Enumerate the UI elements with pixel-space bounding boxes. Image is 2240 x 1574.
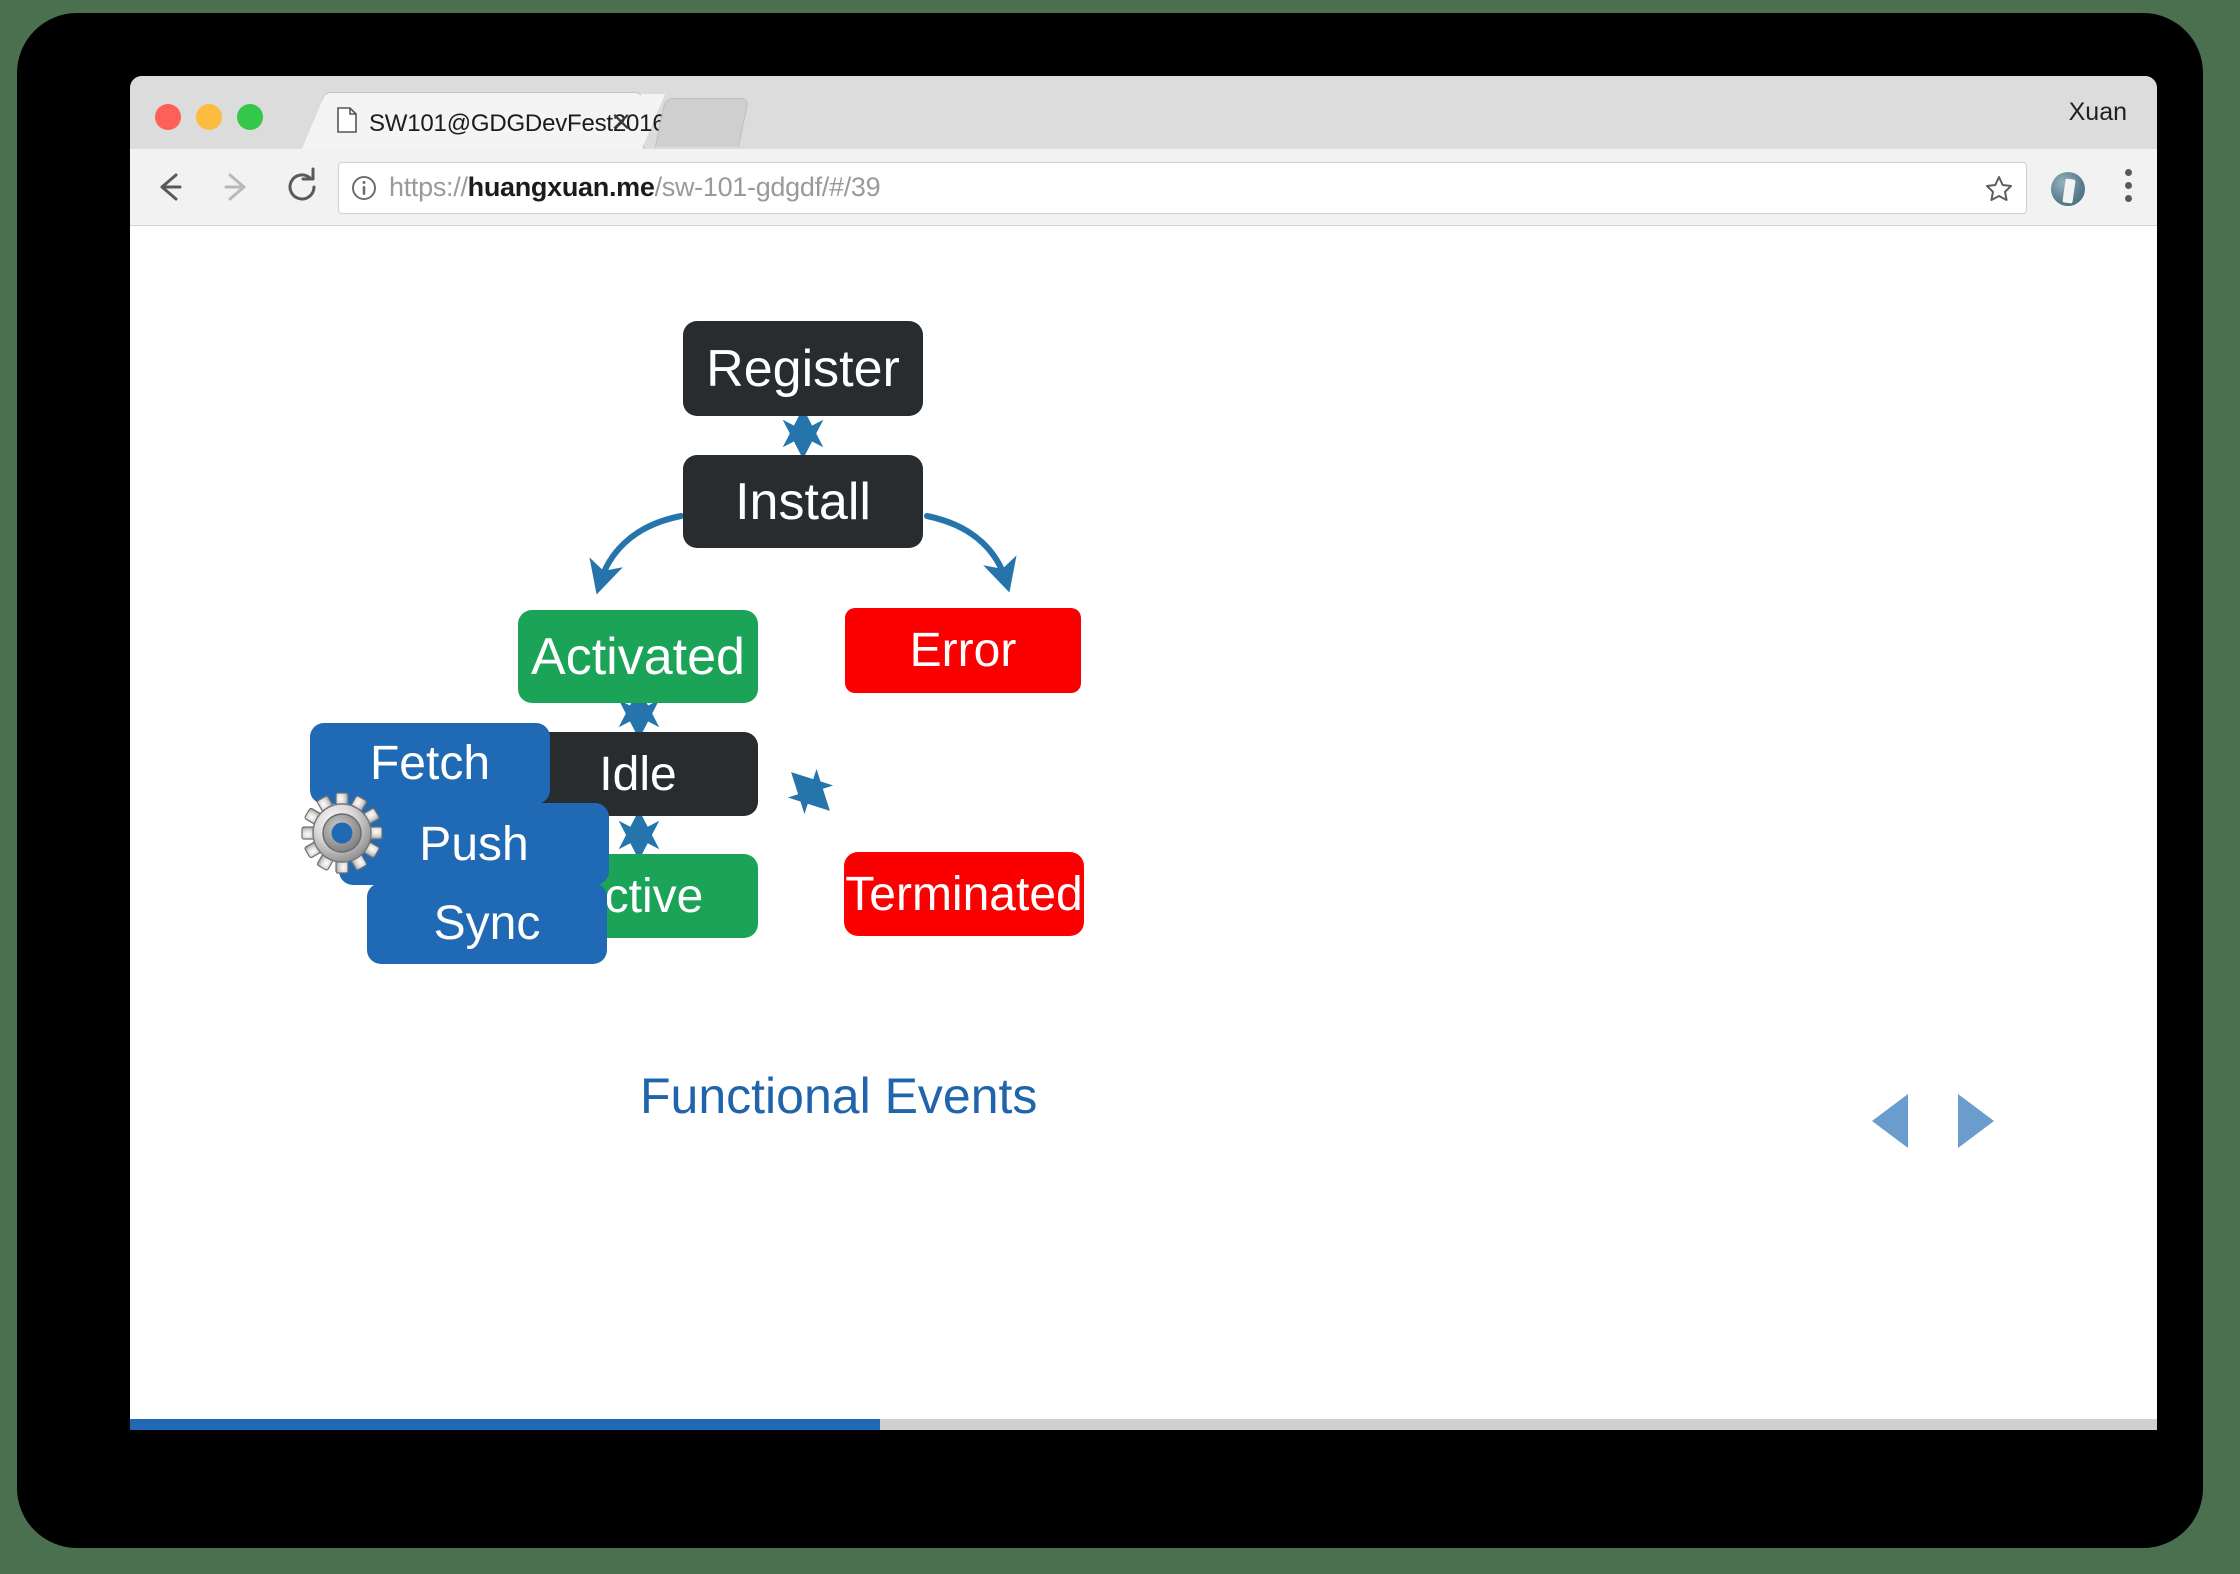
kebab-dot bbox=[2125, 169, 2132, 176]
state-node-install[interactable]: Install bbox=[683, 455, 923, 548]
tab-title: SW101@GDGDevFest2016 - ( bbox=[369, 110, 694, 137]
forward-icon[interactable] bbox=[214, 165, 258, 209]
device-bezel: SW101@GDGDevFest2016 - ( × Xuan bbox=[17, 13, 2203, 1548]
url-text: https://huangxuan.me/sw-101-gdgdf/#/39 bbox=[389, 172, 881, 202]
state-node-error[interactable]: Error bbox=[845, 608, 1081, 693]
browser-window: SW101@GDGDevFest2016 - ( × Xuan bbox=[130, 76, 2157, 1430]
state-node-activated[interactable]: Activated bbox=[518, 610, 758, 703]
close-icon[interactable]: × bbox=[609, 106, 633, 137]
event-node-push[interactable]: Push bbox=[339, 803, 609, 885]
tab-inactive[interactable] bbox=[654, 98, 750, 147]
slide-caption: Functional Events bbox=[640, 1068, 1038, 1124]
edge-install-error bbox=[924, 513, 1017, 593]
state-node-terminated[interactable]: Terminated bbox=[844, 852, 1084, 936]
back-icon[interactable] bbox=[148, 165, 192, 209]
kebab-menu-icon[interactable] bbox=[2125, 169, 2133, 208]
tab-sw101[interactable]: SW101@GDGDevFest2016 - ( × bbox=[322, 92, 694, 150]
edge-install-activated bbox=[589, 513, 684, 595]
previous-slide-arrow[interactable] bbox=[1872, 1094, 1908, 1148]
kebab-dot bbox=[2125, 182, 2132, 189]
window-maximize-button[interactable] bbox=[237, 104, 263, 130]
browser-toolbar: https://huangxuan.me/sw-101-gdgdf/#/39 bbox=[130, 149, 2157, 226]
event-node-fetch[interactable]: Fetch bbox=[310, 723, 550, 804]
gear-icon bbox=[301, 792, 383, 874]
slide-canvas: Register Install Activated Error Idle Ac… bbox=[130, 226, 2157, 1430]
state-node-idle[interactable]: Idle bbox=[518, 732, 758, 816]
state-node-register[interactable]: Register bbox=[683, 321, 923, 416]
window-close-button[interactable] bbox=[155, 104, 181, 130]
profile-name[interactable]: Xuan bbox=[2068, 98, 2127, 126]
event-node-sync[interactable]: Sync bbox=[367, 883, 607, 964]
reload-icon[interactable] bbox=[280, 165, 324, 209]
star-icon[interactable] bbox=[1984, 174, 2014, 204]
kebab-dot bbox=[2125, 195, 2132, 202]
slide-progress-track[interactable] bbox=[130, 1419, 2157, 1430]
document-icon bbox=[337, 107, 357, 133]
info-circle-icon[interactable] bbox=[351, 175, 377, 201]
extension-avatar-icon[interactable] bbox=[2051, 172, 2085, 206]
window-minimize-button[interactable] bbox=[196, 104, 222, 130]
address-bar[interactable]: https://huangxuan.me/sw-101-gdgdf/#/39 bbox=[338, 162, 2027, 214]
slide-progress-fill bbox=[130, 1419, 880, 1430]
tab-strip: SW101@GDGDevFest2016 - ( × Xuan bbox=[130, 76, 2157, 150]
next-slide-arrow[interactable] bbox=[1958, 1094, 1994, 1148]
edge-active-terminated bbox=[787, 768, 834, 815]
